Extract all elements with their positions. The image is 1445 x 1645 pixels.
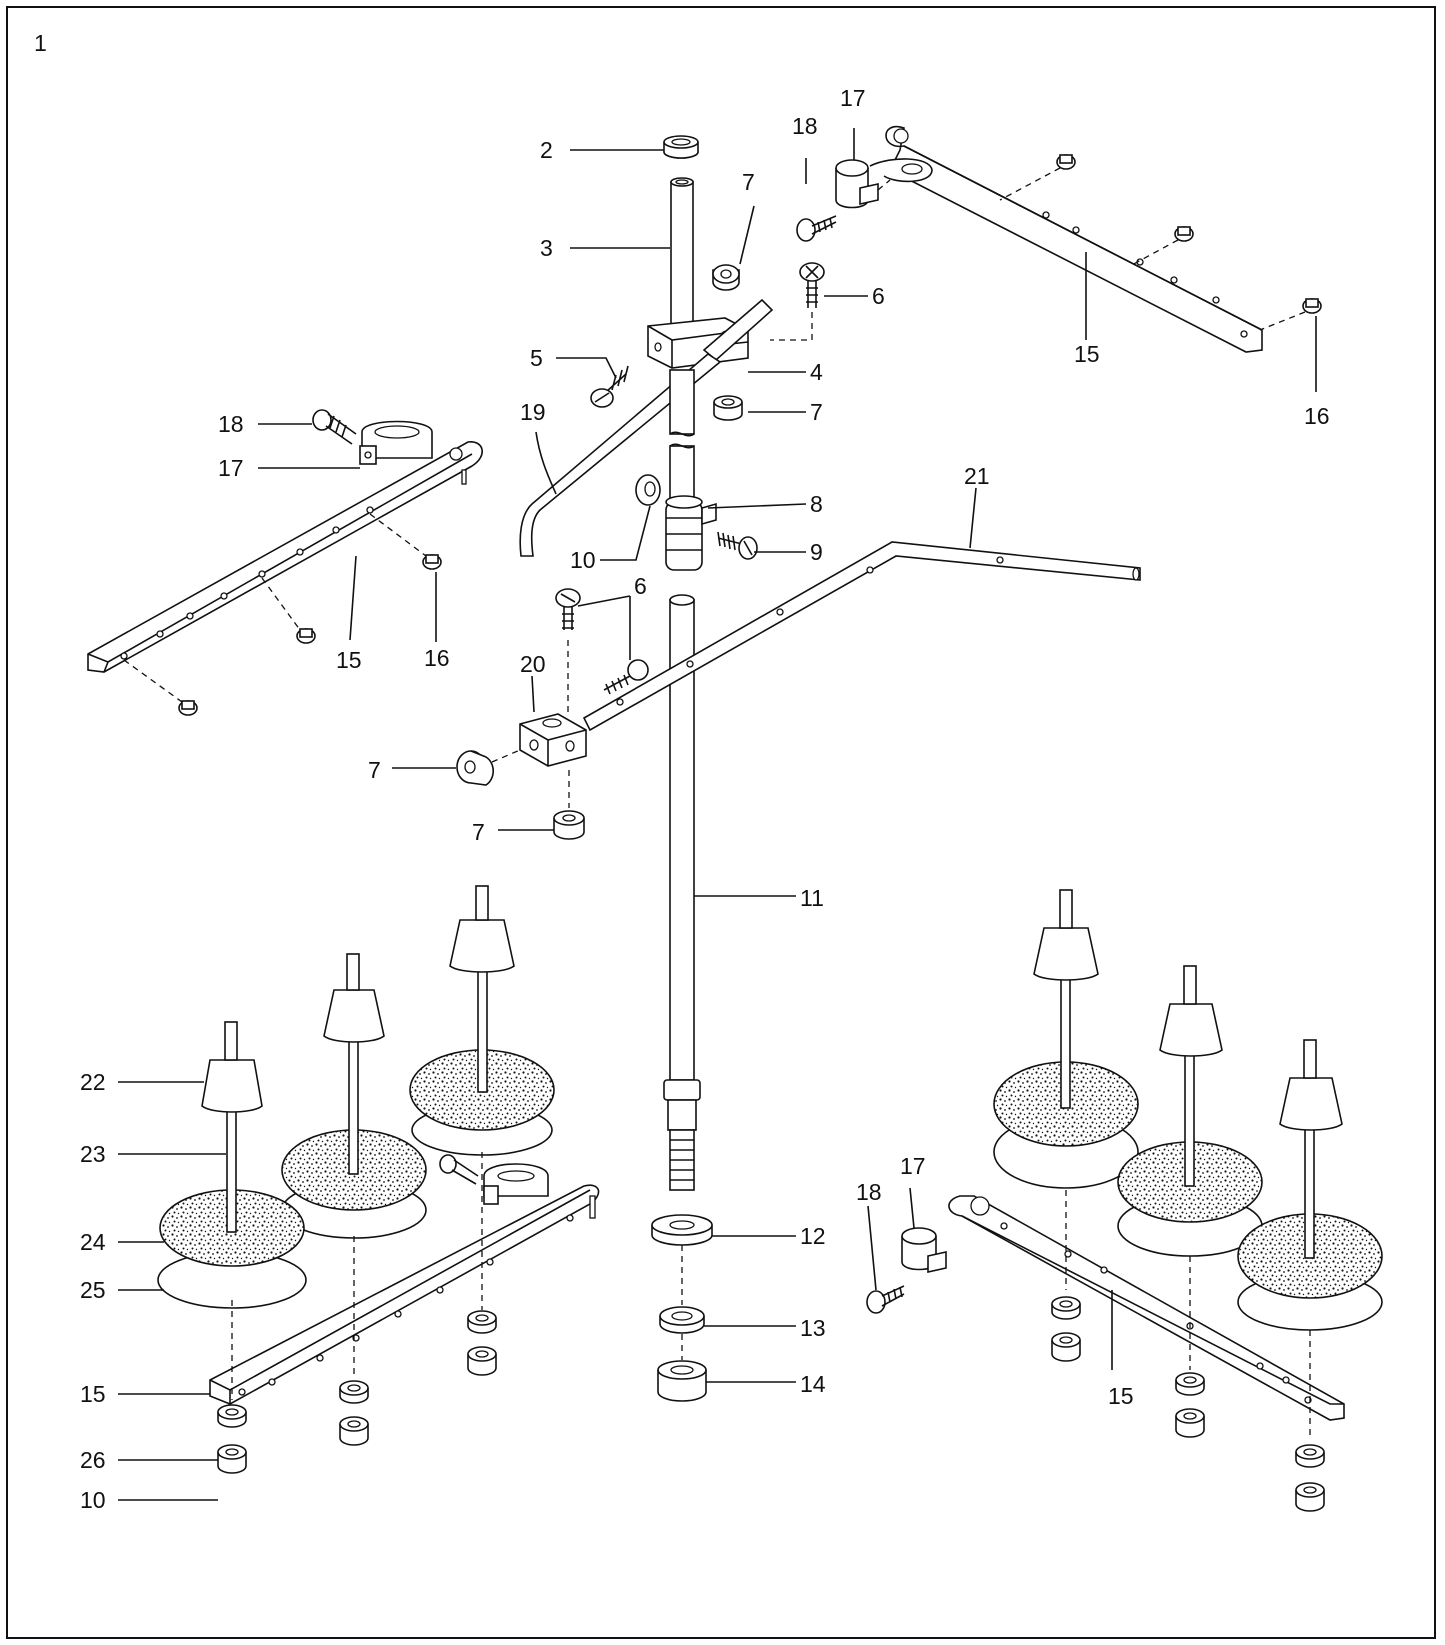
screw-part-18-upper-left xyxy=(312,409,357,445)
screw-part-6-lower-a xyxy=(555,588,581,630)
callout-2: 2 xyxy=(540,137,553,163)
clamp-part-17-lower-left xyxy=(439,1154,549,1205)
callout-15-upper-left: 15 xyxy=(336,647,362,673)
screw-part-18-lower-right xyxy=(866,1285,905,1314)
screw-part-5 xyxy=(590,365,629,408)
callout-22: 22 xyxy=(80,1069,106,1095)
screw-part-18-upper-right xyxy=(796,215,837,242)
screw-part-6-top xyxy=(799,262,825,308)
flat-washer-part-12 xyxy=(651,1214,713,1246)
callout-7-lower-a: 7 xyxy=(368,757,381,783)
rivet-part-16-right xyxy=(1056,154,1322,314)
spool-holder-front-right xyxy=(1237,1039,1383,1331)
callout-10-lower: 10 xyxy=(80,1487,106,1513)
callout-10-upper: 10 xyxy=(570,547,596,573)
callout-5: 5 xyxy=(530,345,543,371)
callout-19: 19 xyxy=(520,399,546,425)
lower-right-washers xyxy=(1051,1296,1325,1512)
callout-8: 8 xyxy=(810,491,823,517)
washer-part-10-upper xyxy=(635,474,661,506)
upper-tube-part-3 xyxy=(670,177,694,331)
callout-9: 9 xyxy=(810,539,823,565)
callout-7-top: 7 xyxy=(742,169,755,195)
bracket-part-15-lower-left xyxy=(209,1184,600,1405)
bracket-part-15-lower-right xyxy=(948,1195,1345,1421)
sheet-number: 1 xyxy=(34,30,47,56)
nut-part-7-mid xyxy=(713,395,743,421)
callout-13: 13 xyxy=(800,1315,826,1341)
cross-block-part-20 xyxy=(519,713,587,767)
callout-16-right: 16 xyxy=(1304,403,1330,429)
main-pole-part-11 xyxy=(663,594,701,1191)
callout-21: 21 xyxy=(964,463,990,489)
clamp-part-17-lower-right xyxy=(901,1227,947,1273)
callout-18-lower-right: 18 xyxy=(856,1179,882,1205)
bracket-part-15-upper-left xyxy=(87,441,483,673)
callout-15-upper-right: 15 xyxy=(1074,341,1100,367)
spring-collar-part-8 xyxy=(665,495,717,571)
callout-12: 12 xyxy=(800,1223,826,1249)
callout-18-upper-left: 18 xyxy=(218,411,244,437)
drawing-frame xyxy=(6,6,1436,1639)
callout-11: 11 xyxy=(800,885,824,911)
callout-17-upper-left: 17 xyxy=(218,455,244,481)
lower-left-washers xyxy=(217,1310,497,1474)
spring-washer-part-13 xyxy=(659,1306,705,1334)
callout-4: 4 xyxy=(810,359,823,385)
spool-holder-back-right xyxy=(993,889,1139,1189)
callout-18-upper-right: 18 xyxy=(792,113,818,139)
callout-20: 20 xyxy=(520,651,546,677)
clamp-part-17-upper-left xyxy=(359,420,433,465)
callout-17-upper-right: 17 xyxy=(840,85,866,111)
leader-lines xyxy=(118,128,1317,1501)
callout-26: 26 xyxy=(80,1447,106,1473)
callout-25: 25 xyxy=(80,1277,106,1303)
spool-holder-middle-right xyxy=(1117,965,1263,1257)
top-cap-part-2 xyxy=(663,135,699,159)
callout-6-lower: 6 xyxy=(634,573,647,599)
spool-holder-back-left xyxy=(409,885,555,1156)
rivet-part-16-left xyxy=(178,554,442,716)
nut-part-14 xyxy=(657,1360,707,1402)
spool-holder-middle-left xyxy=(281,953,427,1239)
callout-15-lower-right: 15 xyxy=(1108,1383,1134,1409)
screw-part-6-lower-b xyxy=(603,659,649,695)
clamp-block-part-4 xyxy=(647,317,749,369)
screw-part-9 xyxy=(717,531,758,560)
callout-6-top: 6 xyxy=(872,283,885,309)
nut-part-7-lower-a xyxy=(456,750,494,786)
clamp-part-17-upper-right xyxy=(835,158,933,209)
thread-rod-part-21 xyxy=(582,541,1141,732)
callout-3: 3 xyxy=(540,235,553,261)
callout-17-lower-right: 17 xyxy=(900,1153,926,1179)
callout-15-lower-left: 15 xyxy=(80,1381,106,1407)
callout-16-left: 16 xyxy=(424,645,450,671)
callout-7-mid: 7 xyxy=(810,399,823,425)
bracket-part-15-upper-right xyxy=(885,125,1263,353)
nut-part-7-top xyxy=(712,264,740,291)
callout-23: 23 xyxy=(80,1141,106,1167)
callout-24: 24 xyxy=(80,1229,106,1255)
thread-guide-rod-part-19 xyxy=(519,298,774,557)
nut-part-7-lower-b xyxy=(553,810,585,840)
middle-tube-segment xyxy=(669,369,695,501)
callout-14: 14 xyxy=(800,1371,826,1397)
spool-holder-front-left xyxy=(157,1021,307,1309)
callout-7-lower-b: 7 xyxy=(472,819,485,845)
callout-numbers: 2 3 7 6 5 4 7 19 8 9 10 21 6 20 7 7 11 1… xyxy=(80,85,1330,1513)
